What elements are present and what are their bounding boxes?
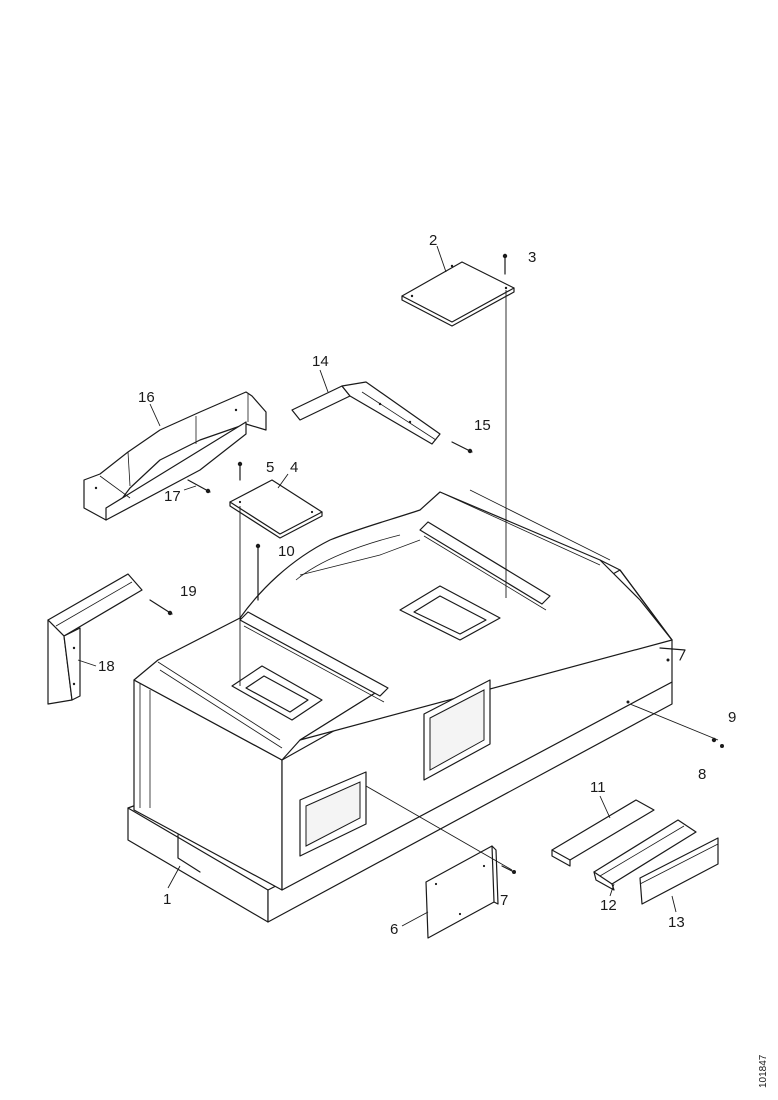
document-number: 101847 xyxy=(758,1054,769,1088)
callout-5: 5 xyxy=(266,459,274,476)
part-2-cover-plate xyxy=(401,261,515,598)
callout-14: 14 xyxy=(312,353,329,370)
callout-4: 4 xyxy=(290,459,298,476)
part-11-trim-strip xyxy=(551,799,655,867)
callout-9: 9 xyxy=(728,709,736,726)
callout-11: 11 xyxy=(590,779,606,796)
part-18-bracket xyxy=(47,573,143,705)
leader-lines xyxy=(77,245,677,927)
callout-15: 15 xyxy=(474,417,491,434)
part-6-door-panel xyxy=(425,845,499,939)
callout-8: 8 xyxy=(698,766,706,783)
callout-12: 12 xyxy=(600,897,617,914)
callout-2: 2 xyxy=(429,232,437,249)
part-7-screw xyxy=(365,785,516,874)
part-10-screw xyxy=(255,543,261,601)
callout-19: 19 xyxy=(180,583,197,600)
part-8-9-fasteners xyxy=(629,703,724,748)
cabinet-body xyxy=(127,489,686,923)
part-14-bracket xyxy=(291,381,441,445)
callout-7: 7 xyxy=(500,892,508,909)
part-5-screw xyxy=(237,461,243,481)
part-3-screw xyxy=(502,253,508,275)
callout-18: 18 xyxy=(98,658,115,675)
callout-13: 13 xyxy=(668,914,685,931)
part-15-screw xyxy=(451,441,473,454)
part-13-trim-strip xyxy=(639,837,719,905)
callout-3: 3 xyxy=(528,249,536,266)
callout-labels: 1 2 3 4 5 6 7 8 9 10 11 12 13 14 15 16 1… xyxy=(98,232,736,938)
callout-1: 1 xyxy=(163,891,171,908)
part-16-curved-frame xyxy=(83,391,267,521)
callout-10: 10 xyxy=(278,543,295,560)
part-17-screw xyxy=(187,479,211,494)
part-19-screw xyxy=(149,599,173,616)
part-4-plate xyxy=(229,479,323,686)
callout-6: 6 xyxy=(390,921,398,938)
callout-17: 17 xyxy=(164,488,181,505)
callout-16: 16 xyxy=(138,389,155,406)
